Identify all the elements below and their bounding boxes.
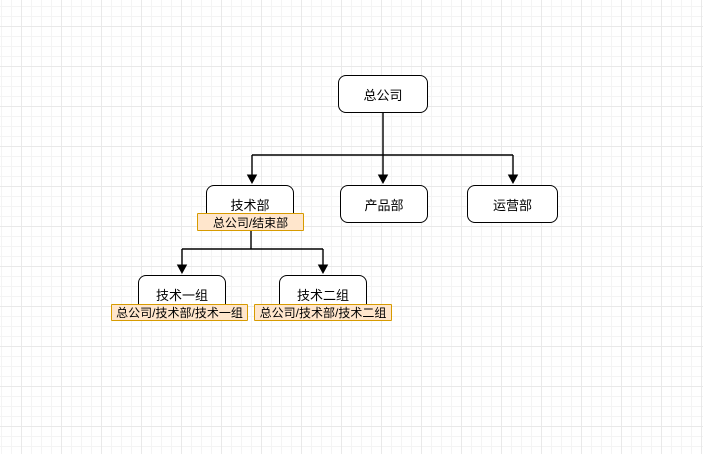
- org-node-label: 运营部: [492, 197, 532, 213]
- arrowhead-icon: [176, 264, 188, 275]
- arrowhead-icon: [507, 174, 519, 185]
- arrowhead-icon: [246, 174, 258, 185]
- arrowhead-icon: [317, 264, 329, 275]
- path-tag-tech-group-2[interactable]: 总公司/技术部/技术二组: [254, 304, 392, 321]
- org-node-product-dept[interactable]: 产品部: [340, 185, 428, 223]
- org-node-ops-dept[interactable]: 运营部: [467, 185, 558, 223]
- org-node-root[interactable]: 总公司: [338, 75, 428, 113]
- connector-tech-to-children[interactable]: [176, 231, 329, 275]
- org-node-label: 技术部: [230, 197, 270, 213]
- org-node-label: 总公司: [363, 87, 403, 103]
- arrowhead-icon: [377, 174, 389, 185]
- path-tag-label: 总公司/技术部/技术一组: [116, 306, 243, 320]
- path-tag-label: 总公司/结束部: [212, 215, 289, 230]
- org-node-label: 产品部: [364, 197, 404, 213]
- org-node-label: 技术一组: [155, 287, 208, 303]
- connector-root-to-children[interactable]: [246, 113, 519, 185]
- path-tag-tech-group-1[interactable]: 总公司/技术部/技术一组: [111, 304, 248, 321]
- path-tag-tech-dept[interactable]: 总公司/结束部: [197, 213, 304, 231]
- org-node-label: 技术二组: [296, 287, 349, 303]
- path-tag-label: 总公司/技术部/技术二组: [259, 306, 387, 320]
